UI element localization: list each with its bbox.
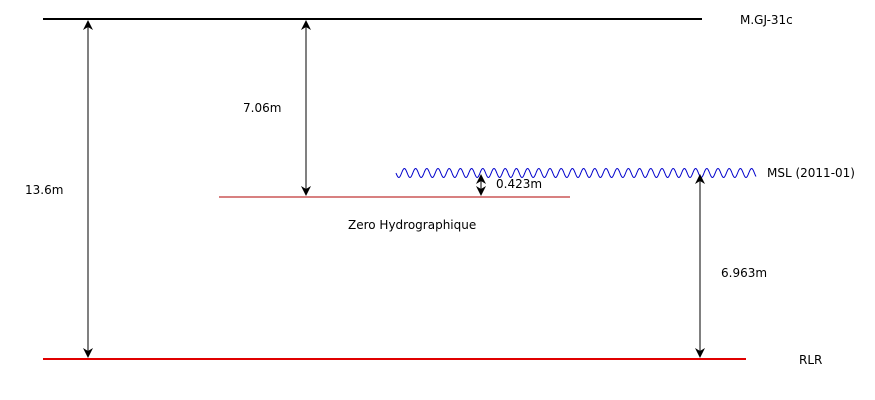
mgj-to-zero-label: 7.06m (243, 101, 281, 115)
msl-wave-line (395, 167, 757, 179)
zero-to-msl-label: 0.423m (496, 177, 542, 191)
zero-hydro-label: Zero Hydrographique (348, 218, 476, 232)
rlr-label: RLR (799, 353, 822, 367)
total-distance-label: 13.6m (25, 183, 63, 197)
mgj-label: M.GJ-31c (740, 13, 793, 27)
msl-to-rlr-label: 6.963m (721, 266, 767, 280)
msl-label: MSL (2011-01) (767, 166, 855, 180)
